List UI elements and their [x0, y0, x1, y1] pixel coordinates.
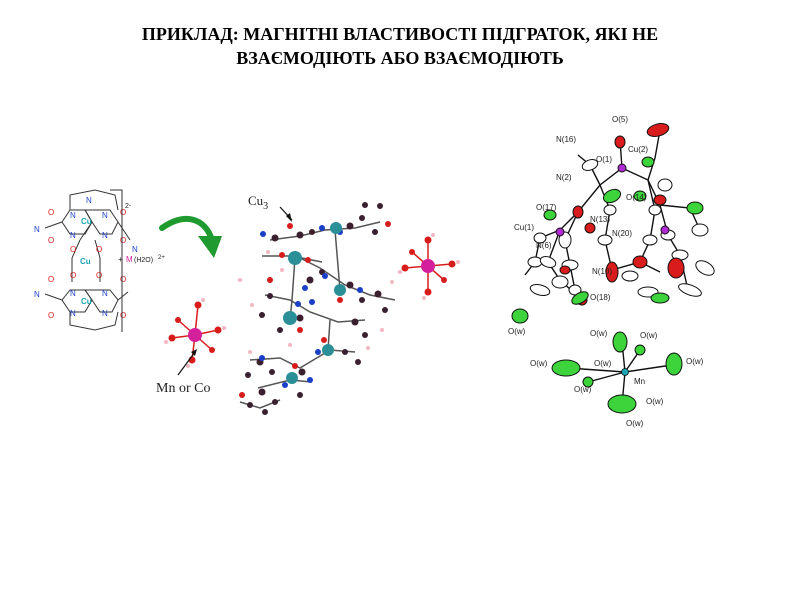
n-atom-label: N [102, 211, 108, 220]
label-o18: O(18) [590, 293, 611, 302]
o-atom-label: O [48, 311, 54, 320]
label-o14: O(14) [626, 193, 647, 202]
o-atom-label: O [70, 271, 76, 280]
label-ow-2: O(w) [590, 329, 608, 338]
label-mn: Mn [634, 377, 645, 386]
o-atom-label: O [70, 245, 76, 254]
chemical-scheme: N N N Cu N N O O N O O N O O Cu O O O O … [34, 189, 165, 332]
mn-co-label: Mn or Co [156, 381, 210, 396]
slide-title-line-2: ВЗАЄМОДІЮТЬ АБО ВЗАЄМОДІЮТЬ [236, 48, 564, 68]
n-atom-label: N [70, 231, 76, 240]
slide-title: ПРИКЛАД: МАГНІТНІ ВЛАСТИВОСТІ ПІДГРАТОК,… [40, 22, 760, 70]
cu3-label: Cu3 [248, 193, 268, 212]
n-atom-label: N [70, 289, 76, 298]
label-n10: N(10) [592, 267, 612, 276]
o-atom-label: O [120, 311, 126, 320]
o-atom-label: O [48, 208, 54, 217]
n-atom-label: N [70, 309, 76, 318]
n-atom-label: N [132, 245, 138, 254]
cu-atom-label: Cu [81, 297, 92, 306]
label-n2: N(2) [556, 173, 572, 182]
o-atom-label: O [96, 271, 102, 280]
hydrate-charge: 2+ [158, 255, 165, 261]
chain-bonds [239, 221, 396, 409]
label-ow-5: O(w) [594, 359, 612, 368]
label-o5: O(5) [612, 115, 628, 124]
o-atom-label: O [96, 245, 102, 254]
metal-hydrate-right [398, 233, 460, 300]
label-o1: O(1) [596, 155, 612, 164]
plus-sign: + [118, 255, 123, 264]
n-atom-label: N [102, 289, 108, 298]
label-n16: N(16) [556, 135, 576, 144]
nitrogen-atoms [259, 225, 363, 388]
complex-charge: 2- [125, 203, 132, 210]
o-atom-label: O [120, 275, 126, 284]
n-atom-label: N [70, 211, 76, 220]
label-o17: O(17) [536, 203, 557, 212]
mn-hexahydrate [551, 331, 683, 414]
carbon-atoms [245, 202, 388, 415]
label-ow-9: O(w) [626, 419, 644, 428]
ortep-structure: O(5) N(16) Cu(2) O(1) N(2) O(14) O(17) N… [508, 115, 715, 428]
label-cu1: Cu(1) [514, 223, 534, 232]
label-n20: N(20) [612, 229, 632, 238]
label-ow-8: O(w) [646, 397, 664, 406]
n-atom-label: N [86, 196, 92, 205]
label-ow-1: O(w) [508, 327, 526, 336]
crystal-packing: Cu3 [156, 193, 460, 415]
label-ow-4: O(w) [530, 359, 548, 368]
n-atom-label: N [102, 231, 108, 240]
reaction-arrow [159, 216, 222, 258]
cu-atom-label: Cu [80, 257, 91, 266]
hydrate-formula: (H2O) [134, 257, 153, 264]
o-atom-label: O [120, 208, 126, 217]
label-n13: N(13) [590, 215, 610, 224]
n-atom-label: N [34, 225, 40, 234]
copper-atoms [283, 222, 346, 384]
o-atom-label: O [48, 236, 54, 245]
hydrogen-atoms [238, 250, 394, 354]
label-cu2: Cu(2) [628, 145, 648, 154]
n-atom-label: N [102, 309, 108, 318]
slide-title-line-1: ПРИКЛАД: МАГНІТНІ ВЛАСТИВОСТІ ПІДГРАТОК,… [141, 24, 659, 44]
o-atom-label: O [120, 236, 126, 245]
metal-hydrate-left [164, 298, 226, 368]
o-atom-label: O [48, 275, 54, 284]
oxygen-atoms [239, 221, 391, 398]
label-ow-6: O(w) [686, 357, 704, 366]
metal-symbol: M [126, 255, 133, 264]
label-ow-3: O(w) [640, 331, 658, 340]
n-atom-label: N [34, 290, 40, 299]
label-ow-7: O(w) [574, 385, 592, 394]
label-n6: N(6) [536, 241, 552, 250]
cu-atom-label: Cu [81, 217, 92, 226]
